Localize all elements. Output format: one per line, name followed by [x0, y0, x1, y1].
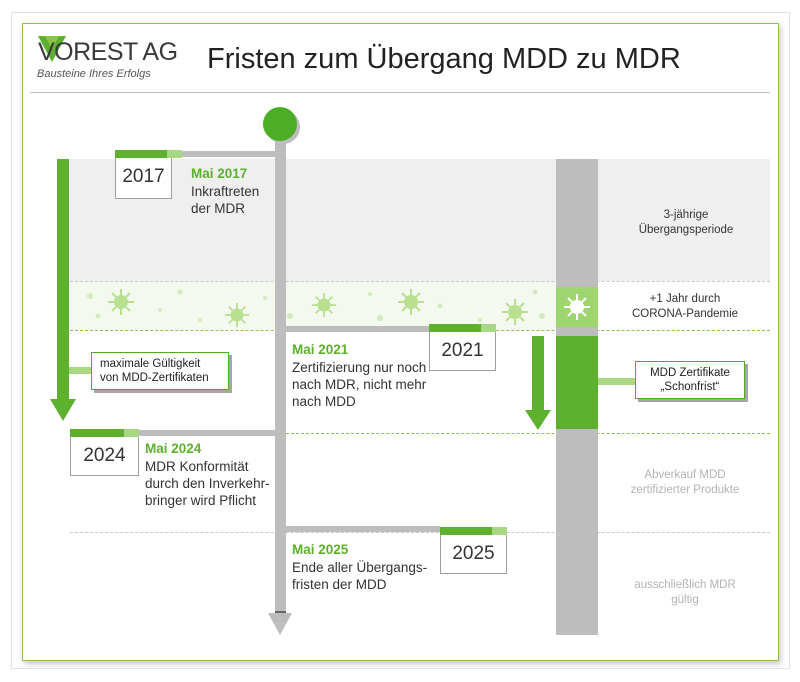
logo-name: VOREST AG: [38, 38, 178, 66]
event-2025-heading: Mai 2025: [292, 542, 349, 557]
virus-icon: [398, 289, 424, 315]
year-2024: 2024: [83, 445, 126, 466]
grace-period-text: MDD Zertifikate „Schonfrist“: [650, 367, 730, 393]
calendar-bar: [440, 527, 492, 535]
virus-icon: [311, 292, 337, 318]
virus-icon: [108, 289, 134, 315]
label-sell-off: Abverkauf MDD zertifizierter Produkte: [630, 469, 740, 496]
arrow-down-icon: [268, 613, 292, 635]
event-2024-heading: Mai 2024: [145, 441, 202, 456]
branch-2017: [168, 151, 275, 157]
grace-period-block: [556, 336, 598, 429]
calendar-bar-light: [167, 150, 182, 158]
timeline-end-tick: [275, 611, 286, 613]
virus-dots-icon: [87, 289, 545, 322]
dashed-line-corona-top: [70, 281, 770, 282]
year-2025: 2025: [452, 543, 495, 564]
label-transition-period: 3-jährige Übergangsperiode: [638, 209, 734, 236]
dashed-line-2025: [70, 532, 770, 533]
connector-right: [598, 378, 636, 385]
grace-period-box: MDD Zertifikate „Schonfrist“: [635, 361, 745, 399]
calendar-bar-light: [124, 429, 139, 437]
transition-period-band-right: [598, 159, 770, 281]
dashed-line-2024: [286, 433, 770, 434]
max-validity-box: maximale Gültigkeit von MDD-Zertifikaten: [91, 352, 229, 390]
vorest-logo-icon: [38, 36, 66, 62]
year-2021: 2021: [441, 340, 484, 361]
virus-icon: [502, 299, 528, 325]
year-2017: 2017: [122, 166, 165, 187]
infographic-card: [22, 23, 779, 661]
calendar-bar: [429, 324, 481, 332]
arrow-down-icon: [50, 399, 76, 421]
event-2025-text: Ende aller Übergangs-fristen der MDD: [292, 560, 428, 592]
max-validity-text: maximale Gültigkeit von MDD-Zertifikaten: [100, 358, 209, 384]
event-2017-heading: Mai 2017: [191, 166, 248, 181]
grace-period-arrow: [532, 336, 544, 410]
calendar-bar: [70, 429, 124, 437]
event-2021-text: Zertifizierung nur noch nach MDR, nicht …: [292, 360, 427, 409]
calendar-icon: 2025: [440, 527, 507, 574]
label-corona: +1 Jahr durch CORONA-Pandemie: [631, 293, 739, 320]
branch-2025: [286, 526, 440, 532]
virus-icon: [224, 302, 250, 328]
branch-2021: [286, 326, 429, 332]
header-divider: [30, 92, 770, 93]
calendar-bar-light: [481, 324, 496, 332]
mdd-validity-arrow: [57, 159, 69, 399]
timeline-start-circle: [263, 107, 297, 141]
arrow-down-icon: [525, 410, 551, 430]
event-2021-heading: Mai 2021: [292, 342, 349, 357]
logo-tagline: Bausteine Ihres Erfolgs: [37, 68, 151, 80]
calendar-bar-light: [492, 527, 507, 535]
connector-left: [69, 367, 91, 374]
calendar-icon: 2017: [115, 150, 182, 199]
timeline-spine: [275, 125, 286, 613]
label-mdr-only: ausschließlich MDR gültig: [634, 579, 736, 606]
event-2017-text: Inkraftreten der MDR: [191, 184, 260, 216]
page-title: Fristen zum Übergang MDD zu MDR: [207, 43, 681, 75]
calendar-bar: [115, 150, 167, 158]
calendar-icon: 2024: [70, 429, 139, 476]
event-2024-text: MDR Konformität durch den Inverkehr-brin…: [145, 459, 270, 508]
branch-2024: [138, 430, 275, 436]
calendar-icon: 2021: [429, 324, 496, 371]
virus-icon: [564, 294, 590, 320]
